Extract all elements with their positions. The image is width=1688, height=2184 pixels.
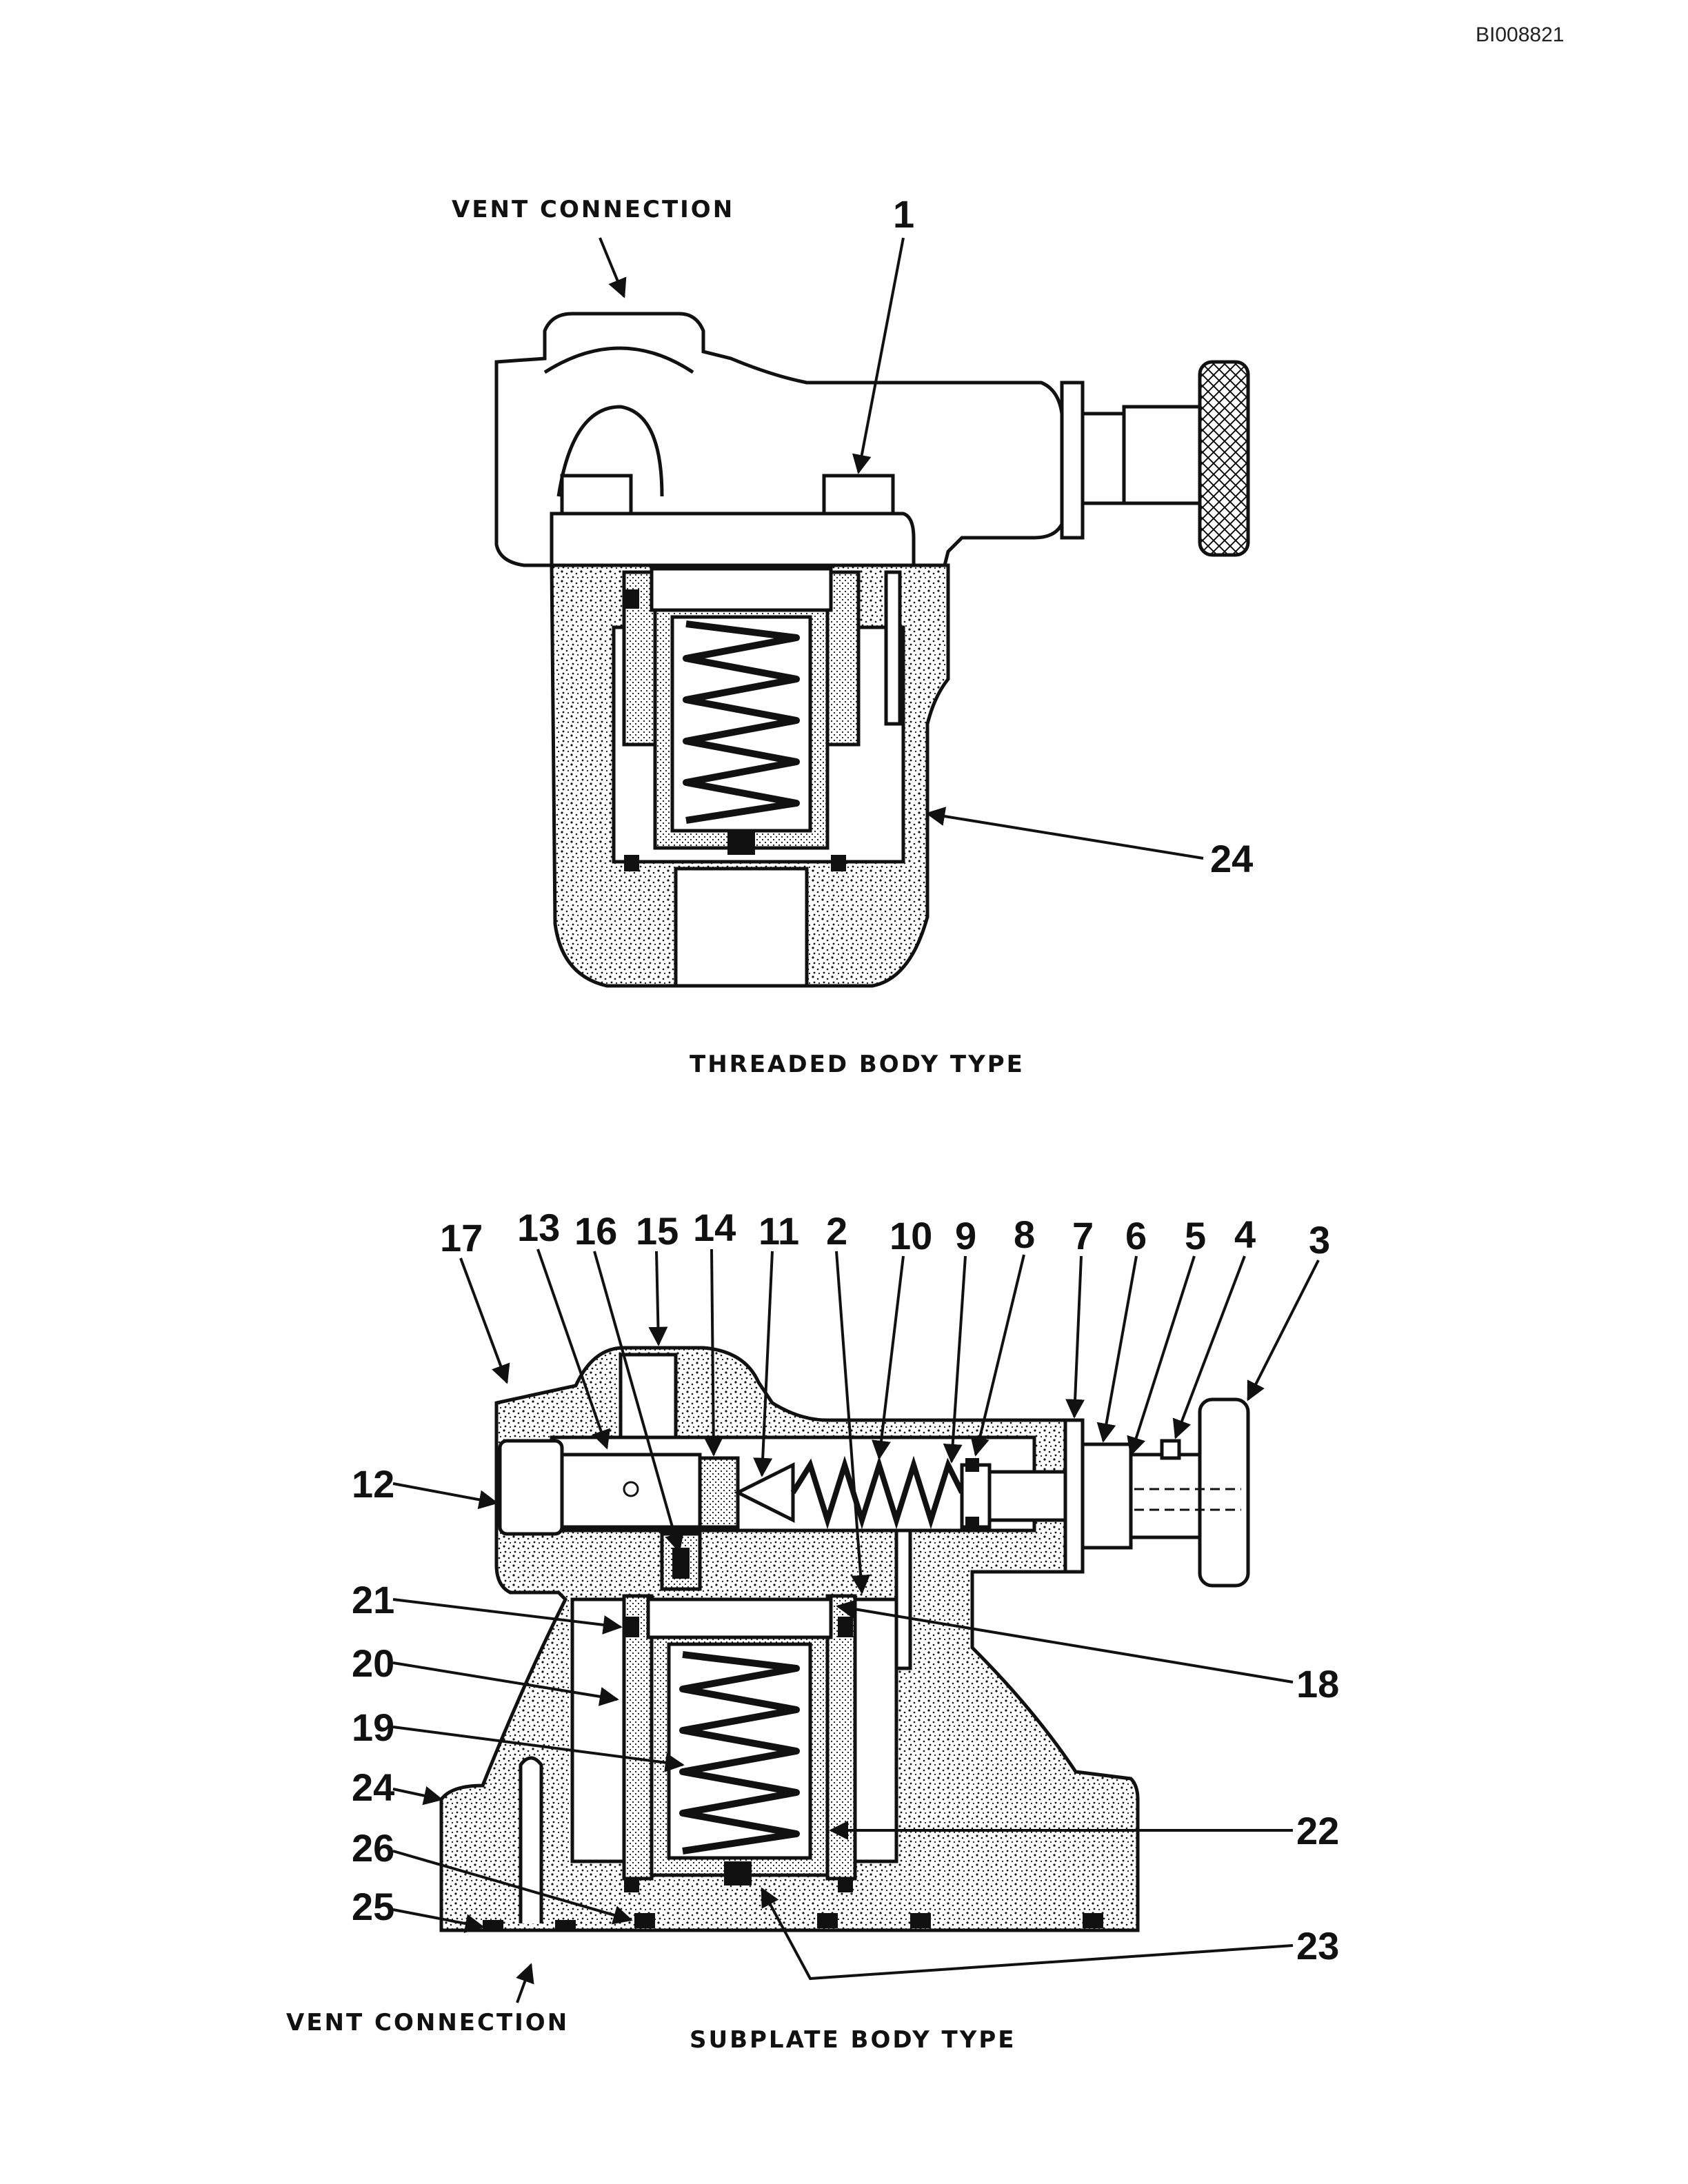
callout-5: 5 bbox=[1185, 1214, 1206, 1257]
callout-8: 8 bbox=[1014, 1213, 1035, 1256]
callout-11: 11 bbox=[758, 1209, 799, 1253]
pilot-spring-part-10 bbox=[790, 1455, 965, 1530]
spring-seat-top bbox=[650, 567, 833, 612]
callout-6: 6 bbox=[1125, 1214, 1147, 1257]
o-ring-base-far-right bbox=[1083, 1913, 1103, 1928]
leader-1-top bbox=[852, 237, 905, 474]
callout-24: 24 bbox=[352, 1766, 394, 1809]
lock-nut-part-7 bbox=[1063, 1418, 1085, 1574]
adjusting-nut bbox=[1081, 412, 1126, 505]
pin-part-4 bbox=[1160, 1439, 1181, 1460]
knob-hidden-lines bbox=[1134, 1488, 1241, 1511]
o-ring-base-right bbox=[910, 1913, 931, 1928]
outlet-port bbox=[674, 867, 809, 988]
bottom-caption: SUBPLATE BODY TYPE bbox=[690, 2026, 1016, 2054]
nut-part-6 bbox=[1081, 1442, 1133, 1550]
adjusting-stem bbox=[1122, 405, 1202, 505]
lock-nut bbox=[1060, 381, 1085, 540]
main-spring-part-19 bbox=[679, 1651, 800, 1854]
cover-screw-left bbox=[560, 474, 633, 516]
o-ring-right-bottom bbox=[838, 1879, 853, 1892]
orifice-plug-16 bbox=[672, 1548, 690, 1579]
vent-channel bbox=[519, 1756, 543, 1923]
o-ring-part-21 bbox=[624, 1617, 639, 1637]
callout-18: 18 bbox=[1296, 1662, 1339, 1706]
callout-12: 12 bbox=[352, 1462, 394, 1506]
callout-7: 7 bbox=[1072, 1214, 1094, 1257]
right-drain-passage bbox=[894, 1528, 912, 1670]
document-id: BI008821 bbox=[1476, 23, 1565, 46]
bottom-vent-label: VENT CONNECTION bbox=[286, 2009, 569, 2036]
o-ring-right-top bbox=[838, 1617, 853, 1637]
seal-bottom-right bbox=[831, 855, 846, 871]
main-spring bbox=[683, 620, 800, 824]
top-caption: THREADED BODY TYPE bbox=[690, 1051, 1025, 1078]
orifice-part-23 bbox=[724, 1861, 752, 1885]
stem-part-5 bbox=[1129, 1453, 1202, 1539]
threaded-body-figure: VENT CONNECTION 1 24 THREADED BODY TYPE bbox=[452, 192, 1253, 1078]
callout-16: 16 bbox=[574, 1209, 617, 1253]
callout-1-top: 1 bbox=[893, 192, 914, 236]
callout-25: 25 bbox=[352, 1885, 394, 1928]
leader-24-top bbox=[925, 807, 1204, 860]
adjusting-knob bbox=[1198, 360, 1250, 557]
callout-17: 17 bbox=[440, 1216, 483, 1260]
top-vent-arrow bbox=[599, 237, 627, 299]
adjusting-screw bbox=[987, 1470, 1067, 1522]
subplate-body-figure: 17 13 16 15 14 11 2 10 9 8 7 6 5 4 3 12 … bbox=[286, 1206, 1339, 2054]
top-vent-label: VENT CONNECTION bbox=[452, 196, 734, 223]
callout-19: 19 bbox=[352, 1706, 394, 1749]
callout-10: 10 bbox=[890, 1214, 932, 1257]
callout-9: 9 bbox=[955, 1214, 976, 1257]
pilot-seat-orifice bbox=[623, 1481, 639, 1497]
vent-passage bbox=[884, 570, 902, 726]
bottom-leader-lines bbox=[392, 1248, 1320, 2003]
callout-23: 23 bbox=[1296, 1924, 1339, 1968]
callout-13: 13 bbox=[517, 1206, 560, 1249]
cover-housing bbox=[494, 312, 1064, 567]
callout-3: 3 bbox=[1309, 1218, 1330, 1262]
callout-15: 15 bbox=[636, 1209, 679, 1253]
seat-part-14 bbox=[698, 1456, 740, 1529]
callout-14: 14 bbox=[693, 1206, 736, 1249]
callout-26: 26 bbox=[352, 1826, 394, 1870]
o-ring-vent-right bbox=[555, 1920, 576, 1930]
orifice-plug bbox=[727, 831, 755, 855]
o-ring-left-bottom bbox=[624, 1879, 639, 1892]
seal-top-left bbox=[624, 589, 639, 609]
o-ring-base-mid bbox=[817, 1913, 838, 1928]
callout-2: 2 bbox=[826, 1209, 847, 1253]
seal-bottom-left bbox=[624, 855, 639, 871]
o-ring-part-25 bbox=[483, 1920, 503, 1930]
spring-seat-part-18 bbox=[646, 1597, 833, 1639]
callout-21: 21 bbox=[352, 1578, 394, 1621]
cover-screw-right bbox=[822, 474, 895, 516]
plug-part-12 bbox=[498, 1439, 564, 1536]
knob-part-3 bbox=[1198, 1397, 1250, 1588]
o-ring-part-8 bbox=[965, 1458, 979, 1472]
vent-passage-part-15 bbox=[619, 1353, 678, 1439]
callout-24-top: 24 bbox=[1210, 837, 1253, 880]
callout-22: 22 bbox=[1296, 1809, 1339, 1852]
callout-4: 4 bbox=[1234, 1213, 1256, 1256]
o-ring-part-26 bbox=[634, 1913, 655, 1928]
o-ring-part-8-b bbox=[965, 1517, 979, 1530]
cover-shading-curve bbox=[543, 346, 694, 497]
callout-20: 20 bbox=[352, 1641, 394, 1685]
cover-flange bbox=[550, 512, 916, 567]
